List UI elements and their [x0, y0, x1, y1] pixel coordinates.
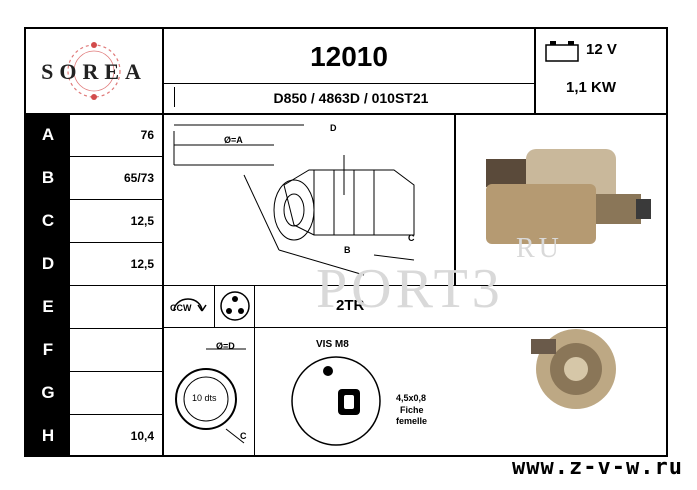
gear-c-label: C [240, 431, 247, 441]
dim-b-label: B [344, 245, 351, 255]
voltage: 12 V [586, 41, 617, 58]
logo-swirl-icon [67, 42, 121, 100]
sorea-logo: SOREA [26, 29, 162, 113]
dim-d-label: D [330, 123, 337, 133]
watermark-suffix: RU [516, 233, 563, 264]
rear-view-photo [521, 314, 621, 424]
row-value-b: 65/73 [123, 170, 154, 185]
pinion-gear-icon: Ø=D 10 dts C [166, 339, 252, 449]
row-label-b: B [26, 156, 70, 199]
gear-dim-label: Ø=D [216, 341, 235, 351]
battery-icon [544, 39, 580, 63]
power: 1,1 KW [566, 79, 617, 96]
spec-line1: 4,5x0,8 [396, 393, 427, 403]
datasheet: SOREA 12010 D850 / 4863D / 010ST21 12 V … [24, 27, 668, 457]
mounting-type: 2TR [336, 297, 365, 314]
row-value-e [70, 285, 162, 328]
screw-label: VIS M8 [316, 339, 349, 350]
row-label-a: A [26, 113, 70, 156]
dim-c-label: C [408, 233, 415, 243]
row-value-h: 10,4 [130, 428, 154, 443]
row-value-a: 76 [140, 127, 154, 142]
starter-photo [466, 129, 656, 259]
dim-a-label: Ø=A [224, 135, 243, 145]
row-value-d: 12,5 [130, 256, 154, 271]
gear-teeth-label: 10 dts [192, 393, 217, 403]
footer-url[interactable]: www.z-v-w.ru [512, 455, 683, 480]
row-label-c: C [26, 199, 70, 242]
connector-diagram: VIS M8 4,5x0,8 Fiche femelle [266, 335, 466, 455]
spec-line3: femelle [396, 416, 428, 426]
row-label-f: F [26, 328, 70, 371]
row-label-d: D [26, 242, 70, 285]
row-label-e: E [26, 285, 70, 328]
part-number: 12010 [310, 41, 388, 72]
row-value-g [70, 371, 162, 414]
logo-text: SOREA [41, 59, 147, 84]
rotation-ccw-icon: CCW [166, 291, 212, 323]
spec-line2: Fiche [400, 405, 424, 415]
mounting-holes-icon [218, 289, 252, 323]
starter-technical-drawing: Ø=A D B C [164, 115, 452, 283]
rotation-label: CCW [170, 303, 192, 313]
cross-references: D850 / 4863D / 010ST21 [273, 90, 429, 106]
watermark: PORT3 [316, 258, 504, 320]
row-value-f [70, 328, 162, 371]
row-label-g: G [26, 371, 70, 414]
row-value-c: 12,5 [130, 213, 154, 228]
row-label-h: H [26, 414, 70, 457]
